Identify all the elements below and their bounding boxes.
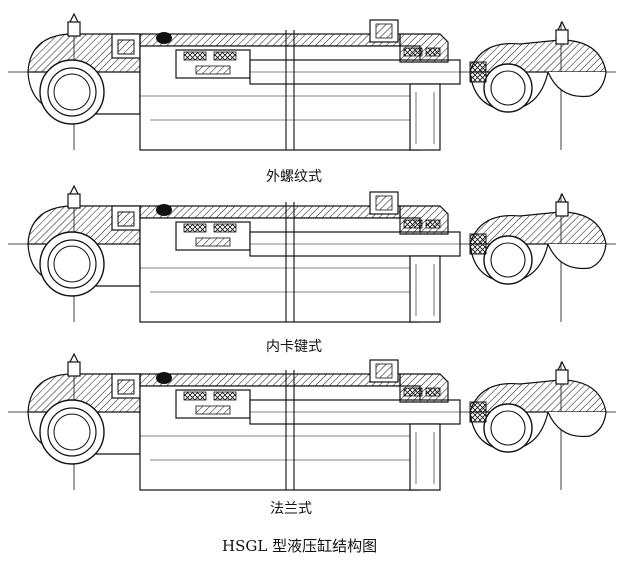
caption-inner-key: 内卡键式 — [266, 339, 322, 355]
cylinder-external-thread — [7, 13, 617, 151]
cylinder-inner-key — [7, 185, 617, 323]
figure-title: HSGL 型液压缸结构图 — [222, 537, 378, 555]
cylinder-flange — [7, 353, 617, 491]
caption-external-thread: 外螺纹式 — [266, 169, 322, 185]
caption-flange: 法兰式 — [270, 501, 312, 517]
